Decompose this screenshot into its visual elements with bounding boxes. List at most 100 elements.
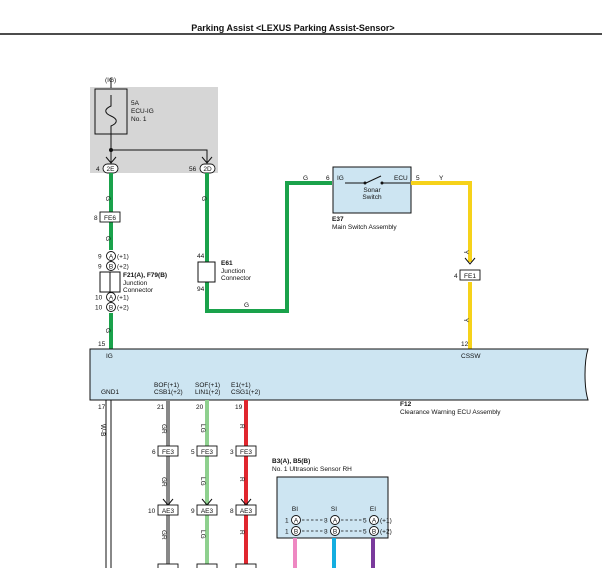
ecu-pin-19: 19 xyxy=(235,404,243,411)
ecu-pin-17: 17 xyxy=(98,404,106,411)
wire-color-gr-3: GR xyxy=(160,530,167,540)
e61-type-2: Connector xyxy=(221,275,252,282)
sensor-letter-bi-a: A xyxy=(294,518,299,525)
fe1-arrow-icon xyxy=(464,257,476,265)
pin-56-label: 56 xyxy=(189,166,197,173)
ecu-pin-15: 15 xyxy=(98,341,106,348)
sensor-pin-3a: 3 xyxy=(324,518,328,525)
e37-pin-5: 5 xyxy=(416,175,420,182)
f21-letter-b-bottom: B xyxy=(109,305,113,312)
ecu-sig1-top: BOF(+1) xyxy=(154,382,179,389)
fe3-label-red: FE3 xyxy=(240,449,252,456)
f21-type-1: Junction xyxy=(123,280,148,287)
sonar-switch-label-1: Sonar xyxy=(363,187,381,194)
sensor-letter-si-a: A xyxy=(333,518,338,525)
ecu-sig1-bottom: CSB1(+2) xyxy=(154,389,183,396)
f21-type-2: Connector xyxy=(123,287,154,294)
ae3-pin-8: 8 xyxy=(230,508,234,515)
wire-green-right xyxy=(205,173,332,313)
sensor-pin-5a: 5 xyxy=(363,518,367,525)
sensor-pin-label-bi: BI xyxy=(292,506,298,513)
wire-color-gr-2: GR xyxy=(160,477,167,487)
wire-color-g-3: G xyxy=(104,328,111,333)
fuse-box-splice-dot xyxy=(109,148,113,152)
f21-letter-a-top: A xyxy=(109,254,114,261)
e61-type-1: Junction xyxy=(221,268,246,275)
ecu-desc: Clearance Warning ECU Assembly xyxy=(400,409,501,416)
fe6-pin: 8 xyxy=(94,215,98,222)
sensor-letter-bi-b: B xyxy=(294,529,298,536)
f21-pin-10b: 10 xyxy=(95,305,103,312)
sensor-letter-ei-a: A xyxy=(372,518,377,525)
fe3-label-lightgreen: FE3 xyxy=(201,449,213,456)
f21-pin-10a: 10 xyxy=(95,295,103,302)
ae3-pin-10: 10 xyxy=(148,508,156,515)
sensor-pin-label-ei: EI xyxy=(370,506,376,513)
wire-color-lg-3: LG xyxy=(199,530,206,539)
arrow-left-icon xyxy=(105,156,117,164)
diagram-title: Parking Assist <LEXUS Parking Assist-Sen… xyxy=(191,23,394,33)
sonar-switch-label-2: Switch xyxy=(362,194,382,201)
sensor-pin-1a: 1 xyxy=(285,518,289,525)
wire-color-lg-2: LG xyxy=(199,477,206,486)
sensor-dashed-links xyxy=(302,519,364,532)
connector-2e-label: 2E xyxy=(107,166,116,173)
e61-pin-44: 44 xyxy=(197,253,205,260)
sensor-variant-1: (+1) xyxy=(380,518,392,525)
fe3-label-gray: FE3 xyxy=(162,449,174,456)
wire-color-wb: W-B xyxy=(99,424,106,437)
sensor-pin-3b: 3 xyxy=(324,529,328,536)
ecu-gnd1-label: GND1 xyxy=(101,389,119,396)
sonar-switch-symbol xyxy=(345,175,410,185)
e37-main-switch-box xyxy=(332,166,412,214)
wire-color-g-6: G xyxy=(303,175,308,182)
f21-junction-connector xyxy=(99,251,121,312)
f21-letter-a-bottom: A xyxy=(109,295,114,302)
e37-ecu-label: ECU xyxy=(394,175,408,182)
ecu-pin-21: 21 xyxy=(157,404,165,411)
wire-color-g-5: G xyxy=(244,302,249,309)
e37-pin-6: 6 xyxy=(326,175,330,182)
sensor-pin-label-si: SI xyxy=(331,506,337,513)
f21-pin-9a: 9 xyxy=(98,254,102,261)
fuse-name-label: ECU-IG xyxy=(131,108,154,115)
fe3-pin-5: 5 xyxy=(191,449,195,456)
f12-ecu-box xyxy=(89,348,589,401)
fe1-pin: 4 xyxy=(454,273,458,280)
wire-color-y-2: Y xyxy=(462,250,469,255)
wire-color-g-4: G xyxy=(200,196,207,201)
sensor-pin-circles xyxy=(291,515,379,536)
wire-color-r-1: R xyxy=(238,424,245,429)
f21-variant-top-1: (+1) xyxy=(117,254,129,261)
ecu-sig3-bottom: CSG1(+2) xyxy=(231,389,260,396)
e61-junction-connector xyxy=(197,261,216,283)
wire-color-y-1: Y xyxy=(439,175,444,182)
f21-variant-bottom-2: (+2) xyxy=(117,305,129,312)
ecu-sig3-top: E1(+1) xyxy=(231,382,251,389)
ecu-cssw-label: CSSW xyxy=(461,353,481,360)
connector-2d-label: 2D xyxy=(203,166,212,173)
e61-name: E61 xyxy=(221,260,233,267)
fe3-pin-6: 6 xyxy=(152,449,156,456)
f21-name: F21(A), F79(B) xyxy=(123,272,167,279)
wire-white-black xyxy=(105,400,112,568)
fe1-connector xyxy=(459,269,481,281)
sensor-desc: No. 1 Ultrasonic Sensor RH xyxy=(272,466,352,473)
sensor-pin-5b: 5 xyxy=(363,529,367,536)
pin-4-label: 4 xyxy=(96,166,100,173)
ecu-name: F12 xyxy=(400,401,412,408)
bottom-partial-connectors xyxy=(157,563,257,568)
ecu-pin-12: 12 xyxy=(461,341,469,348)
fuse-number-label: No. 1 xyxy=(131,116,147,123)
ae3-pin-9: 9 xyxy=(191,508,195,515)
wire-color-lg-1: LG xyxy=(199,424,206,433)
wire-yellow xyxy=(411,181,472,262)
sensor-pin-1b: 1 xyxy=(285,529,289,536)
ecu-pin-20: 20 xyxy=(196,404,204,411)
f21-variant-bottom-1: (+1) xyxy=(117,295,129,302)
e37-ig-label: IG xyxy=(337,175,344,182)
fe1-label: FE1 xyxy=(464,273,476,280)
f21-letter-b-top: B xyxy=(109,264,113,271)
f21-pin-9b: 9 xyxy=(98,264,102,271)
